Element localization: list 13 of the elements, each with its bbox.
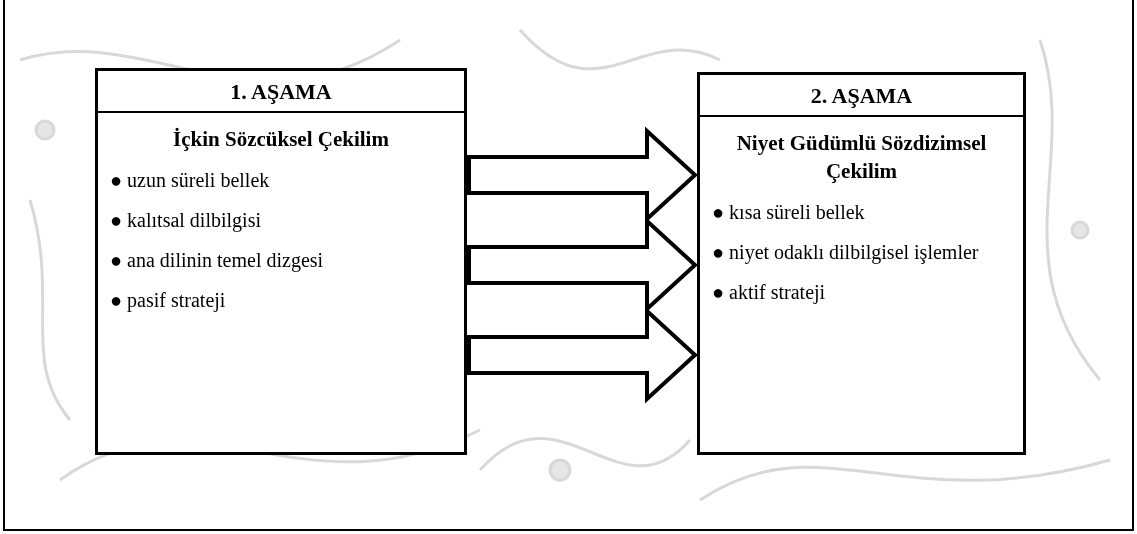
bullet-item: ● kalıtsal dilbilgisi xyxy=(110,208,262,233)
stage-title: İçkin Sözcüksel Çekilim xyxy=(172,126,390,153)
stage-title: Niyet Güdümlü Sözdizimsel Çekilim xyxy=(735,130,988,185)
stage-heading: 2. AŞAMA xyxy=(810,81,913,110)
bullet-item: ● aktif strateji xyxy=(712,280,827,305)
stage-box xyxy=(697,72,1026,455)
bullet-item: ● kısa süreli bellek xyxy=(712,200,866,225)
stage-box xyxy=(95,68,467,455)
bullet-item: ● uzun süreli bellek xyxy=(110,168,271,193)
bullet-item: ● ana dilinin temel dizgesi xyxy=(110,248,325,273)
bullet-item: ● niyet odaklı dilbilgisel işlemler xyxy=(712,240,980,265)
stage-heading: 1. AŞAMA xyxy=(230,77,332,106)
bullet-item: ● pasif strateji xyxy=(110,288,227,313)
